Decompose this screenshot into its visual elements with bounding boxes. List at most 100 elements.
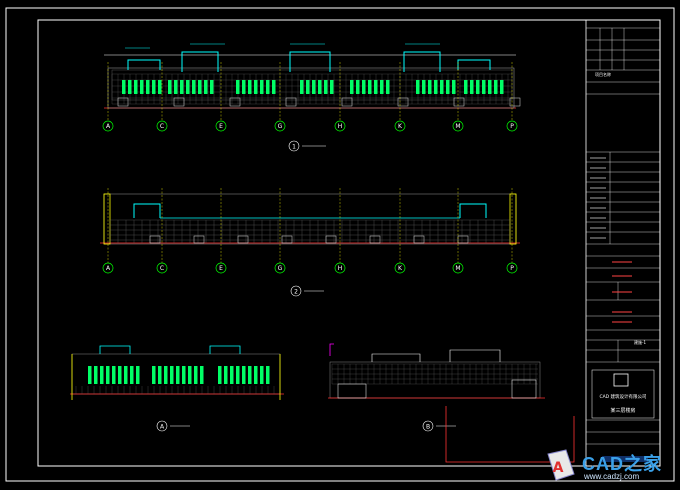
axis-circle bbox=[274, 262, 286, 274]
axis-label: C bbox=[160, 265, 164, 272]
window-pane bbox=[272, 80, 276, 94]
view-label-1: 1 bbox=[292, 144, 296, 151]
window-pane bbox=[200, 366, 204, 384]
axis-circle bbox=[452, 262, 464, 274]
axis-circle bbox=[506, 262, 518, 274]
column-base bbox=[369, 235, 381, 244]
axis-label: H bbox=[338, 265, 343, 272]
axis-circle bbox=[334, 262, 346, 274]
window-pane bbox=[182, 366, 186, 384]
company-name: CAD 建筑设计有限公司 bbox=[599, 393, 646, 400]
window-pane bbox=[180, 80, 184, 94]
column-base bbox=[149, 235, 161, 244]
axis-circle bbox=[102, 120, 114, 132]
window-pane bbox=[122, 80, 126, 94]
window-pane bbox=[416, 80, 420, 94]
window-pane bbox=[368, 80, 372, 94]
window-pane bbox=[470, 80, 474, 94]
window-pane bbox=[186, 80, 190, 94]
window-pane bbox=[204, 80, 208, 94]
window-pane bbox=[236, 366, 240, 384]
window-pane bbox=[112, 366, 116, 384]
axis-circle bbox=[506, 120, 518, 132]
logo-box bbox=[591, 369, 655, 419]
window-pane bbox=[152, 366, 156, 384]
column-base bbox=[413, 235, 425, 244]
window-pane bbox=[192, 80, 196, 94]
window-pane bbox=[152, 80, 156, 94]
drawing-title: 某三层楼房 bbox=[610, 407, 635, 414]
column-base bbox=[281, 235, 293, 244]
window-pane bbox=[136, 366, 140, 384]
column-base bbox=[237, 235, 249, 244]
project-label: 项目名称 bbox=[595, 71, 611, 77]
window-pane bbox=[482, 80, 486, 94]
window-pane bbox=[476, 80, 480, 94]
axis-circle bbox=[334, 120, 346, 132]
axis-label: M bbox=[455, 265, 460, 272]
window-pane bbox=[380, 80, 384, 94]
window-pane bbox=[362, 80, 366, 94]
window-pane bbox=[306, 80, 310, 94]
view-label-a: A bbox=[160, 424, 165, 431]
window-pane bbox=[440, 80, 444, 94]
window-pane bbox=[194, 366, 198, 384]
axis-label: H bbox=[338, 123, 343, 130]
outer-frame bbox=[5, 7, 675, 482]
window-pane bbox=[356, 80, 360, 94]
watermark: A CAD之家 www.cadzj.com bbox=[544, 446, 674, 486]
window-pane bbox=[218, 366, 222, 384]
window-pane bbox=[176, 366, 180, 384]
window-pane bbox=[94, 366, 98, 384]
axis-label: P bbox=[510, 123, 514, 130]
column-base bbox=[453, 97, 465, 107]
column-base bbox=[509, 97, 521, 107]
window-pane bbox=[188, 366, 192, 384]
watermark-logo-text: CAD之家 bbox=[582, 454, 662, 474]
axis-label: K bbox=[398, 123, 403, 130]
axis-circle bbox=[394, 262, 406, 274]
window-pane bbox=[224, 366, 228, 384]
axis-circle bbox=[102, 262, 114, 274]
title-block: CAD 建筑设计有限公司 某三层楼房 建施-1 项目名称 bbox=[585, 19, 661, 467]
axis-circle bbox=[452, 120, 464, 132]
axis-label: E bbox=[219, 123, 223, 130]
axis-label: P bbox=[510, 265, 514, 272]
column-base bbox=[193, 235, 205, 244]
window-pane bbox=[248, 366, 252, 384]
column-base bbox=[117, 97, 129, 107]
window-pane bbox=[168, 80, 172, 94]
view-label-2: 2 bbox=[294, 289, 298, 296]
axis-circle bbox=[156, 120, 168, 132]
window-pane bbox=[452, 80, 456, 94]
window-pane bbox=[318, 80, 322, 94]
window-pane bbox=[422, 80, 426, 94]
view-label-circle bbox=[288, 140, 300, 152]
view-label-circle bbox=[422, 420, 434, 432]
window-pane bbox=[248, 80, 252, 94]
window-pane bbox=[242, 80, 246, 94]
window-pane bbox=[260, 366, 264, 384]
window-pane bbox=[236, 80, 240, 94]
window-pane bbox=[300, 80, 304, 94]
window-pane bbox=[500, 80, 504, 94]
window-pane bbox=[198, 80, 202, 94]
window-pane bbox=[118, 366, 122, 384]
axis-circle bbox=[274, 120, 286, 132]
column-base bbox=[325, 235, 337, 244]
window-pane bbox=[174, 80, 178, 94]
window-pane bbox=[106, 366, 110, 384]
axis-circle bbox=[394, 120, 406, 132]
axis-label: M bbox=[455, 123, 460, 130]
window-pane bbox=[330, 80, 334, 94]
window-pane bbox=[386, 80, 390, 94]
window-pane bbox=[140, 80, 144, 94]
axis-label: G bbox=[278, 265, 283, 272]
window-pane bbox=[170, 366, 174, 384]
window-pane bbox=[210, 80, 214, 94]
window-pane bbox=[266, 80, 270, 94]
view-label-circle bbox=[290, 285, 302, 297]
window-pane bbox=[254, 366, 258, 384]
leader-line bbox=[329, 343, 334, 356]
window-pane bbox=[88, 366, 92, 384]
